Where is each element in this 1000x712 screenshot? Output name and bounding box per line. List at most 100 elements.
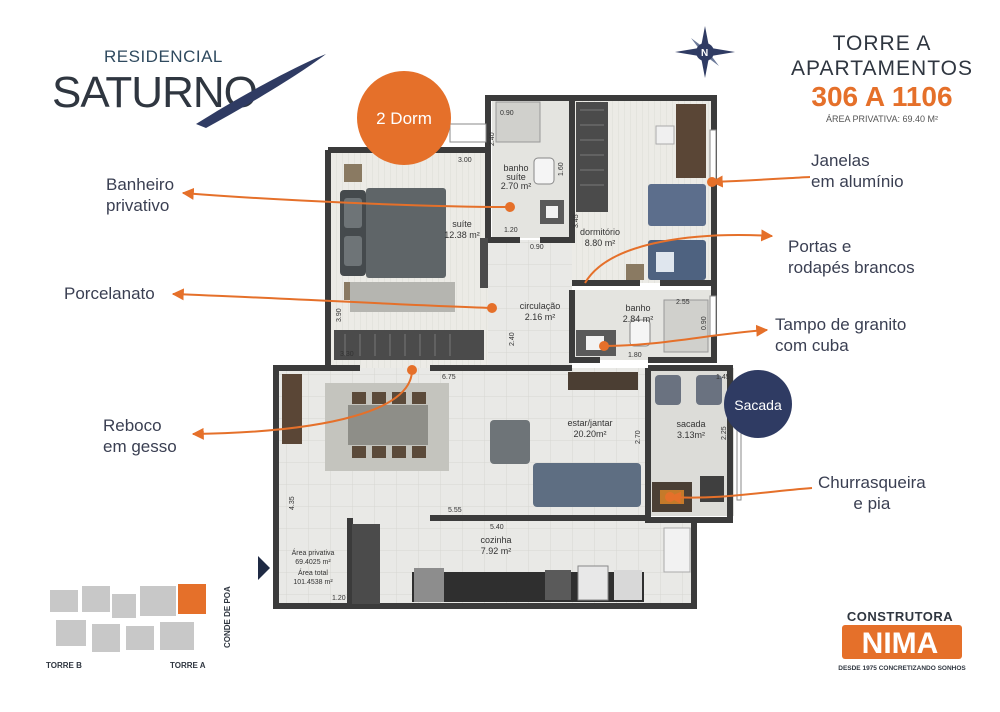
compass-rose-icon: N bbox=[675, 26, 735, 78]
kitchen-window-box bbox=[663, 527, 691, 573]
room-dormitorio-name: dormitório bbox=[580, 227, 620, 237]
callout-churras-line1: Churrasqueira bbox=[818, 473, 926, 492]
leader-tampo bbox=[603, 324, 769, 347]
kitchen-counter bbox=[412, 572, 644, 602]
entrance-arrow-icon bbox=[258, 556, 270, 580]
banho-shower bbox=[663, 299, 709, 353]
dorm-badge: 2 Dorm bbox=[357, 71, 451, 165]
room-banho-suite-2: suíte bbox=[506, 172, 526, 182]
suite-rug bbox=[350, 282, 455, 312]
site-map-street: CONDE DE POA bbox=[223, 586, 232, 648]
living-sofa bbox=[533, 463, 641, 507]
dim-4: 1.60 bbox=[558, 162, 565, 176]
torre-label: TORRE A bbox=[833, 32, 932, 55]
dim-14: 6.75 bbox=[442, 374, 456, 381]
leader-porcelanato bbox=[171, 288, 493, 309]
leader-janelas bbox=[710, 175, 811, 188]
callout-porcelanato: Porcelanato bbox=[64, 283, 155, 304]
dorm-nightstand bbox=[626, 264, 644, 280]
dim-17: 2.25 bbox=[721, 426, 728, 440]
builder-tagline: DESDE 1975 CONCRETIZANDO SONHOS bbox=[838, 665, 966, 672]
builder-top-label: CONSTRUTORA bbox=[847, 609, 953, 624]
dorm-desk bbox=[676, 104, 706, 178]
room-circulacao-area: 2.16 m² bbox=[525, 312, 556, 322]
callout-janelas-line1: Janelas bbox=[811, 151, 870, 170]
sink-suite-basin bbox=[546, 206, 558, 218]
dim-13: 1.80 bbox=[628, 352, 642, 359]
dim-11: 2.40 bbox=[509, 332, 516, 346]
circulacao-floor bbox=[488, 240, 572, 368]
builder-logo-text: NIMA bbox=[862, 627, 939, 660]
callout-tampo-line2: com cuba bbox=[775, 336, 849, 355]
callout-banheiro-line2: privativo bbox=[106, 196, 170, 215]
builder-logo: CONSTRUTORA NIMA DESDE 1975 CONCRETIZAND… bbox=[838, 609, 966, 672]
room-cozinha-area: 7.92 m² bbox=[481, 546, 512, 556]
site-map-torre-b: TORRE B bbox=[46, 661, 82, 670]
callout-reboco-line1: Reboco bbox=[103, 416, 162, 435]
room-cozinha-name: cozinha bbox=[480, 535, 511, 545]
kitchen-fridge bbox=[414, 568, 444, 602]
room-sacada-area: 3.13m² bbox=[677, 430, 705, 440]
kitchen-sink bbox=[614, 570, 642, 600]
dorm-wardrobe bbox=[576, 102, 608, 212]
dim-9: 3.90 bbox=[336, 308, 343, 322]
room-circulacao-name: circulação bbox=[520, 301, 561, 311]
room-estar-name: estar/jantar bbox=[567, 418, 612, 428]
living-tv-stand bbox=[568, 372, 638, 390]
dim-19: 5.55 bbox=[448, 507, 462, 514]
dim-10: 3.30 bbox=[340, 351, 354, 358]
kitchen-stove bbox=[545, 570, 571, 600]
callout-leader-lines bbox=[171, 175, 813, 504]
dorm-badge-label: 2 Dorm bbox=[376, 109, 432, 128]
dim-3: 2.40 bbox=[489, 132, 496, 146]
leader-churras bbox=[668, 487, 813, 504]
site-map-highlight bbox=[178, 584, 206, 614]
dim-21: 1.20 bbox=[332, 595, 346, 602]
lower-left-floor bbox=[276, 518, 350, 606]
room-banho-area: 2.84 m² bbox=[623, 314, 654, 324]
site-map-torre-a: TORRE A bbox=[170, 661, 206, 670]
area-total-value: 101.4538 m² bbox=[293, 579, 333, 586]
apartamentos-label: APARTAMENTOS bbox=[791, 57, 973, 80]
saturn-ring-swoosh bbox=[196, 54, 326, 128]
callout-reboco-line2: em gesso bbox=[103, 437, 177, 456]
room-suite-name: suíte bbox=[452, 219, 472, 229]
callout-banheiro: Banheiro privativo bbox=[106, 174, 174, 216]
callout-portas-line2: rodapés brancos bbox=[788, 258, 915, 277]
suite-wardrobe bbox=[334, 330, 484, 360]
sacada-badge-label: Sacada bbox=[734, 397, 782, 413]
callout-banheiro-line1: Banheiro bbox=[106, 175, 175, 194]
wardrobe-hangers bbox=[344, 334, 451, 356]
kitchen-washer bbox=[577, 565, 609, 601]
callout-churras-line2: e pia bbox=[853, 494, 891, 513]
callout-janelas-line2: em alumínio bbox=[811, 172, 904, 191]
apartment-range: 306 A 1106 bbox=[811, 81, 952, 112]
dim-5: 1.20 bbox=[504, 227, 518, 234]
dorm-pillow bbox=[656, 252, 674, 272]
dim-1: 0.90 bbox=[500, 110, 514, 117]
sacada-badge: Sacada bbox=[724, 370, 792, 438]
brand-logo: RESIDENCIAL SATURNO bbox=[52, 47, 326, 128]
leader-portas bbox=[584, 229, 774, 284]
dorm-wardrobe-lines bbox=[580, 109, 604, 186]
callout-reboco: Reboco em gesso bbox=[103, 415, 177, 457]
dim-8: 2.55 bbox=[676, 299, 690, 306]
callout-janelas: Janelas em alumínio bbox=[811, 150, 904, 192]
svg-text:N: N bbox=[701, 48, 708, 59]
sacada-chair-2 bbox=[696, 375, 722, 405]
dorm-bed-1 bbox=[648, 184, 706, 226]
dim-12: 0.90 bbox=[701, 316, 708, 330]
windows bbox=[449, 123, 742, 501]
dimension-labels: 0.90 3.00 2.40 1.60 1.20 0.90 3.45 2.55 … bbox=[289, 110, 730, 602]
area-privativa-value: 69.4025 m² bbox=[295, 559, 331, 566]
living-armchair bbox=[490, 420, 530, 464]
room-dormitorio-area: 8.80 m² bbox=[585, 238, 616, 248]
dim-20: 5.40 bbox=[490, 524, 504, 531]
dim-7: 3.45 bbox=[573, 214, 580, 228]
room-estar-area: 20.20m² bbox=[573, 429, 606, 439]
dim-18: 4.35 bbox=[289, 496, 296, 510]
banho-toilet bbox=[629, 319, 651, 347]
site-map-buildings bbox=[50, 586, 194, 652]
toilet-suite bbox=[533, 157, 555, 185]
shower-suite bbox=[495, 101, 541, 143]
